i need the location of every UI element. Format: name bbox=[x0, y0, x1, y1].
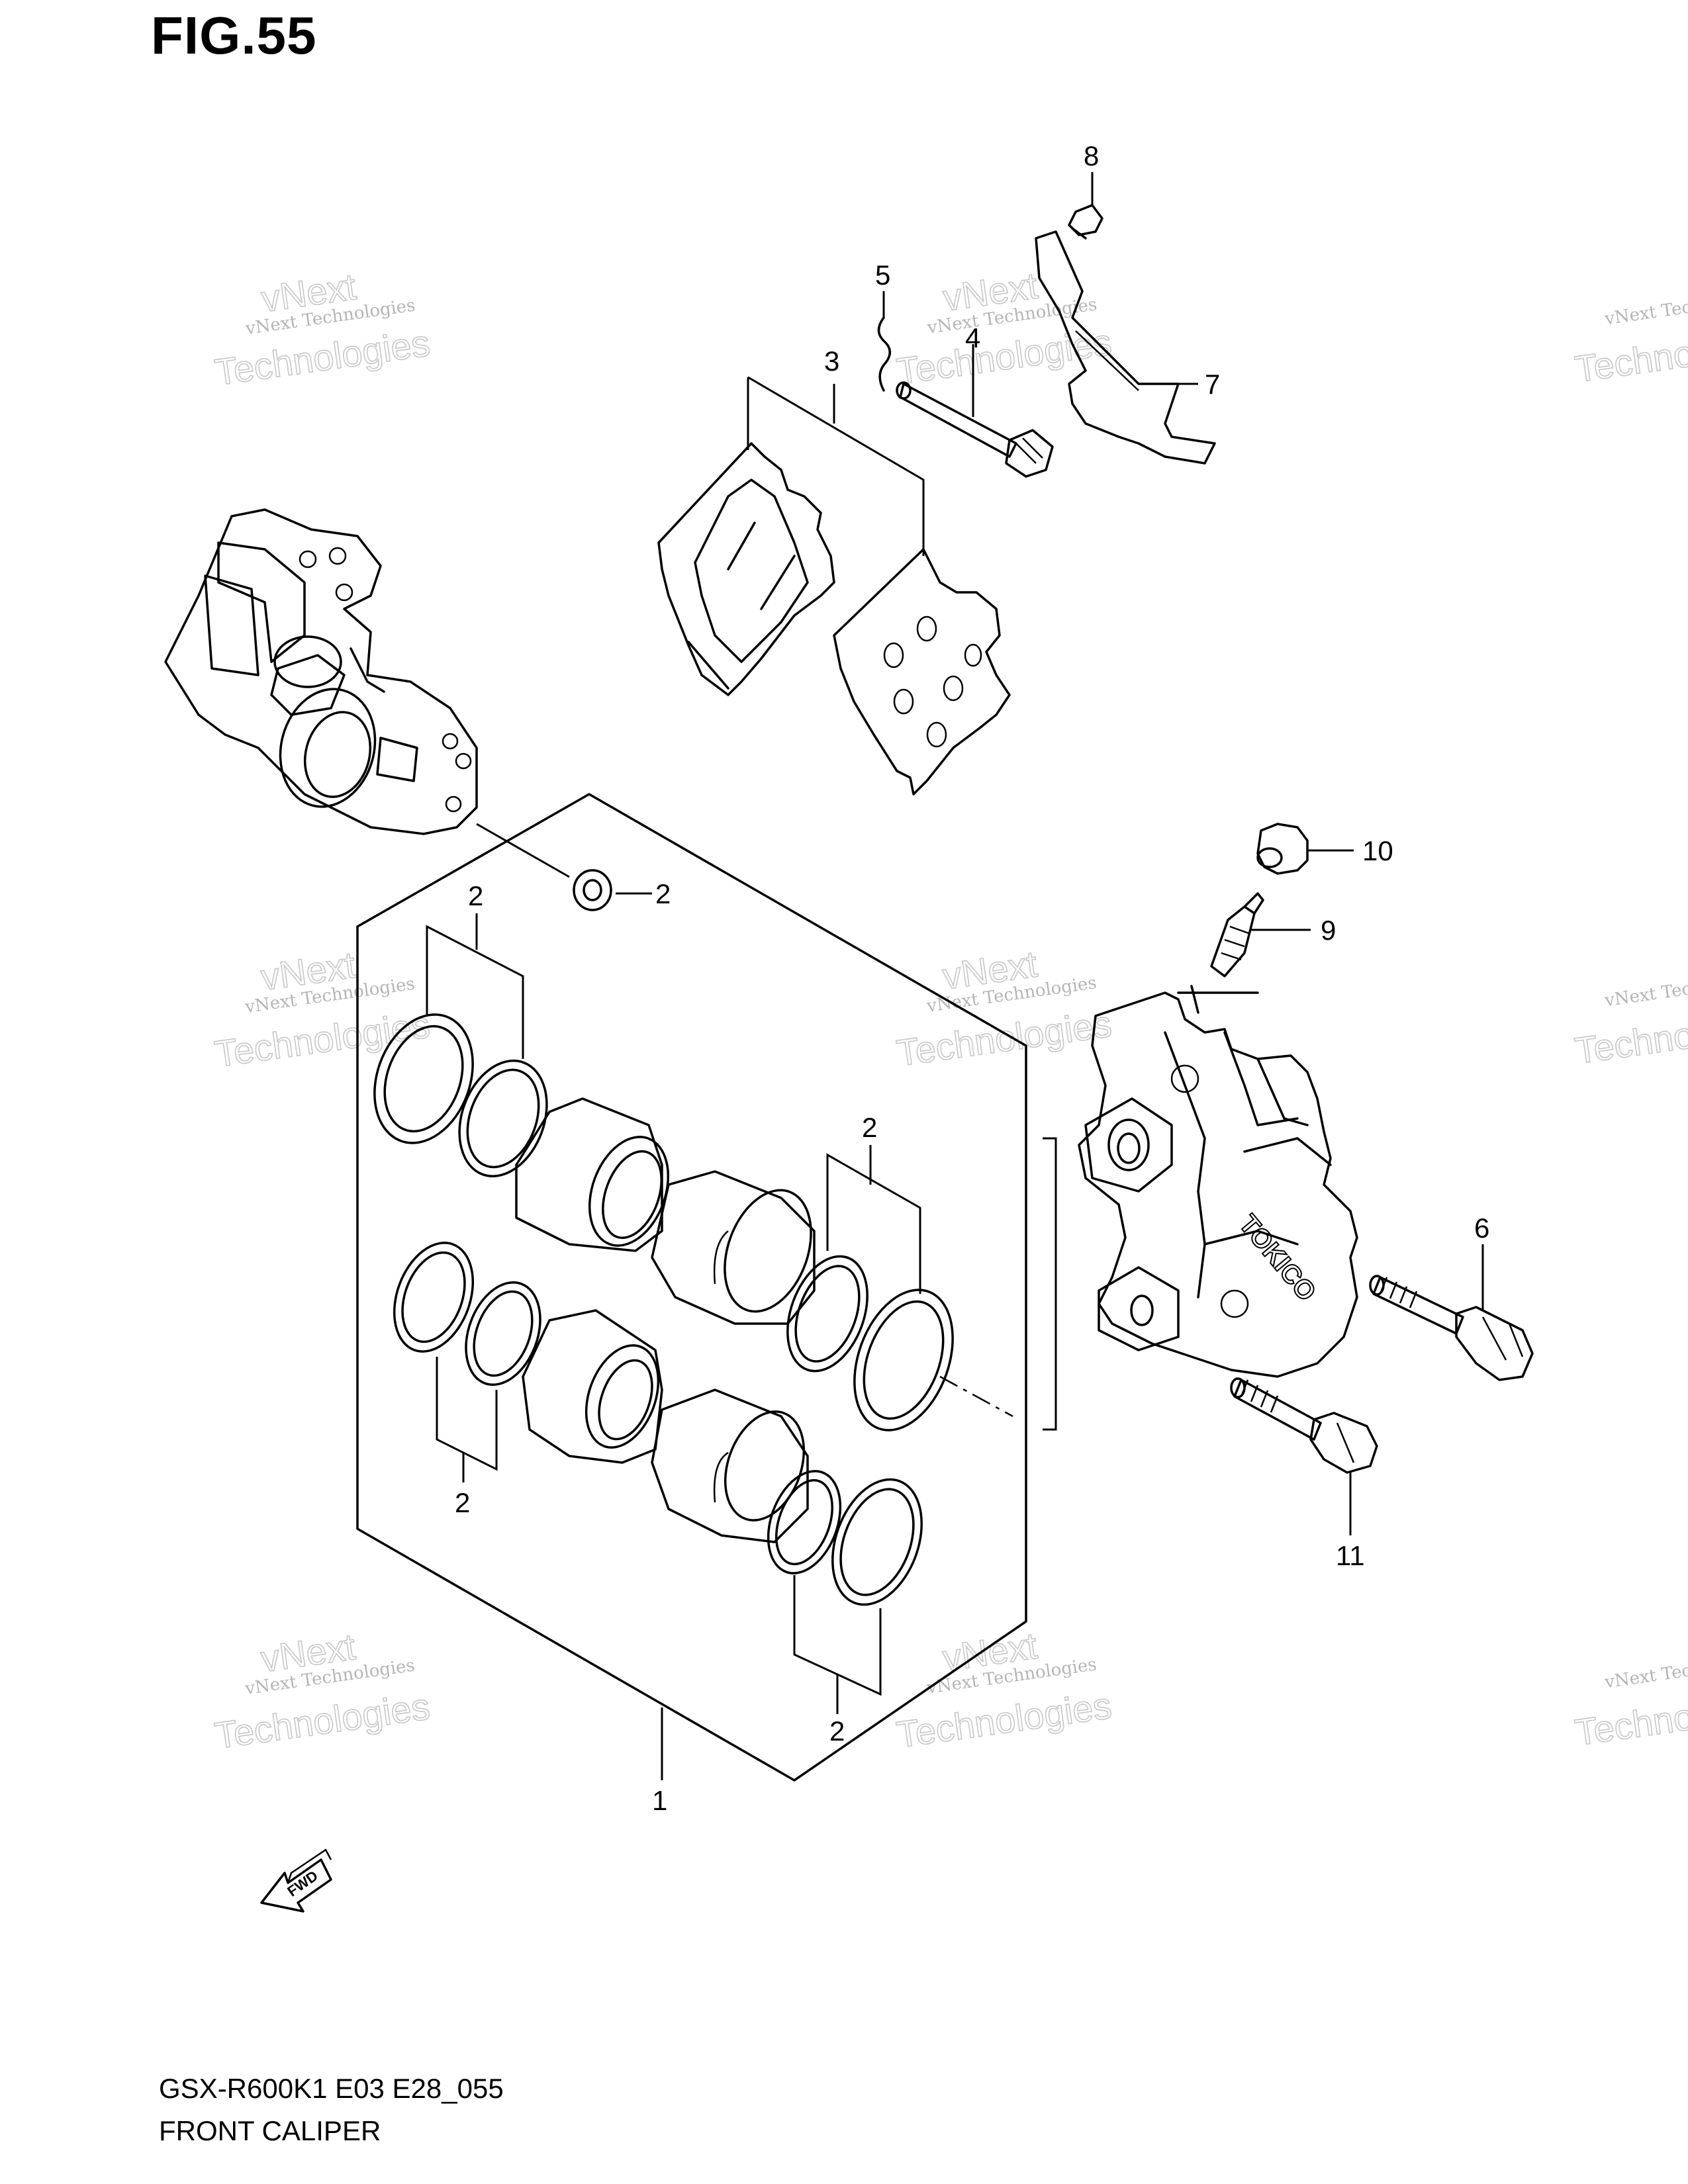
bleeder-valve bbox=[1210, 892, 1311, 978]
piston-seals-lower-left bbox=[393, 1242, 663, 1464]
watermarks: vNext Technologies vNext Technologies vN… bbox=[212, 264, 1688, 1757]
callout-5: 5 bbox=[875, 259, 890, 291]
callout-10: 10 bbox=[1362, 835, 1393, 866]
figure-title: FIG.55 bbox=[151, 6, 317, 65]
callout-6: 6 bbox=[1474, 1212, 1489, 1244]
mounting-bolt-6 bbox=[1369, 1244, 1534, 1381]
brake-pad-rear bbox=[833, 548, 1011, 796]
callout-2-lower-right: 2 bbox=[829, 1715, 845, 1747]
bracket-2d bbox=[793, 1575, 882, 1714]
watermark-outline: Technologies bbox=[212, 1685, 432, 1756]
piston-seals-upper-right bbox=[651, 1170, 1013, 1432]
caliper-body-left bbox=[164, 508, 478, 835]
callout-numbers: 1 2 2 2 2 2 3 4 5 6 7 8 9 10 11 bbox=[455, 140, 1489, 1816]
watermark-outline: Technologies bbox=[1572, 1000, 1688, 1071]
watermark-text: vNext Technologies bbox=[1603, 968, 1688, 1011]
callout-2-lower-left: 2 bbox=[455, 1487, 470, 1518]
mounting-bolt-11 bbox=[1230, 1377, 1378, 1535]
bracket-2b bbox=[436, 1357, 498, 1482]
pad-pin bbox=[896, 344, 1054, 478]
brake-pad-front bbox=[657, 442, 835, 696]
bracket-2a bbox=[426, 913, 524, 1059]
bolt-8 bbox=[1068, 172, 1103, 240]
seal-kit-box bbox=[356, 793, 1027, 1782]
callout-2-upper-left: 2 bbox=[468, 880, 483, 911]
callout-3: 3 bbox=[824, 345, 839, 377]
callout-9: 9 bbox=[1321, 915, 1336, 946]
pad-spring bbox=[1035, 230, 1216, 465]
model-code: GSX-R600K1 E03 E28_055 bbox=[159, 2073, 504, 2104]
caliper-body-right: TOKICO bbox=[1078, 985, 1358, 1378]
watermark-outline: Technologies bbox=[1572, 1682, 1688, 1753]
alignment-bracket bbox=[1043, 1137, 1057, 1431]
pad-clip bbox=[877, 291, 891, 392]
watermark-outline: Technologies bbox=[212, 322, 432, 393]
callout-2-seal: 2 bbox=[655, 878, 671, 909]
bleeder-cap bbox=[1256, 823, 1354, 875]
watermark-outline: Technologies bbox=[894, 1684, 1114, 1756]
callout-11: 11 bbox=[1336, 1540, 1365, 1571]
bracket-2c bbox=[826, 1145, 921, 1294]
watermark-text: vNext Technologies bbox=[1603, 1649, 1688, 1693]
caliper-brand: TOKICO bbox=[1233, 1210, 1321, 1307]
callout-7: 7 bbox=[1205, 369, 1220, 400]
callout-4: 4 bbox=[965, 322, 980, 353]
diagram-name: FRONT CALIPER bbox=[159, 2115, 381, 2146]
pad-set-bracket bbox=[747, 376, 925, 556]
small-seal bbox=[573, 869, 652, 911]
watermark-outline: Technologies bbox=[894, 321, 1114, 392]
callout-8: 8 bbox=[1084, 140, 1099, 171]
watermark-text: vNext Technologies bbox=[1603, 286, 1688, 330]
watermark-outline: Technologies bbox=[212, 1003, 432, 1075]
fwd-arrow-icon: FWD bbox=[260, 1848, 332, 1913]
piston-seals-lower-right bbox=[651, 1388, 923, 1606]
callout-2-upper-right: 2 bbox=[862, 1112, 877, 1143]
callout-1: 1 bbox=[652, 1785, 667, 1816]
piston-seals-upper-left bbox=[373, 1013, 670, 1252]
watermark-outline: Technologies bbox=[1572, 318, 1688, 390]
watermark-outline: Technologies bbox=[894, 1003, 1114, 1074]
